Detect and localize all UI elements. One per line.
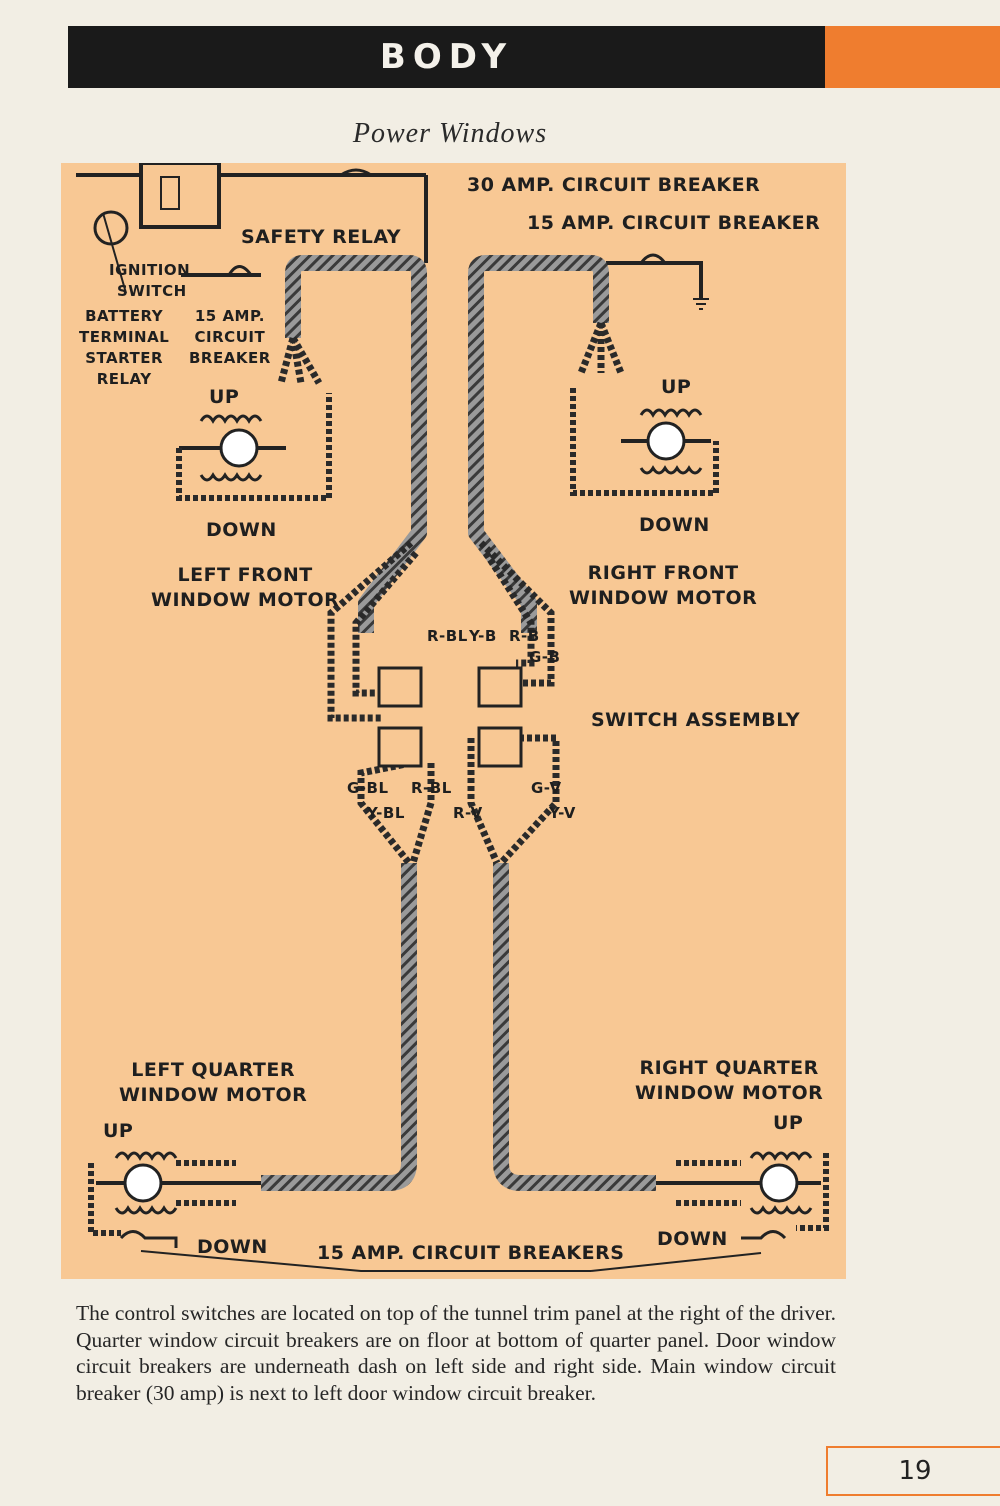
wire-code-r-bl-lower: R-BL: [411, 779, 452, 797]
wire-code-r-b: R-B: [509, 627, 540, 645]
battery-terminal-line-3: STARTER: [85, 349, 164, 367]
battery-terminal-label: BATTERY TERMINAL STARTER RELAY: [79, 306, 169, 390]
right-front-motor-label: RIGHT FRONT WINDOW MOTOR: [569, 561, 757, 611]
wire-code-g-bl: G-BL: [347, 779, 389, 797]
right-quarter-down-label: DOWN: [657, 1228, 728, 1250]
ground-icon: [693, 298, 709, 310]
left-quarter-harness: [261, 863, 417, 1191]
wire-code-r-bl: R-BL: [427, 627, 468, 645]
wire-code-g-b: G-B: [529, 648, 561, 666]
ignition-switch-line-2: SWITCH: [117, 282, 187, 300]
left-front-down-label: DOWN: [206, 519, 277, 541]
quarter-breaker-callout-line: [140, 1250, 591, 1272]
right-switch-branches: [467, 540, 560, 866]
page-number: 19: [826, 1446, 1000, 1496]
cb15-quarter-label: 15 AMP. CIRCUIT BREAKERS: [317, 1242, 625, 1264]
header-accent-tab: [825, 26, 1000, 88]
right-quarter-harness: [493, 863, 656, 1191]
quarter-breaker-callout-line-right: [590, 1252, 762, 1272]
right-front-motor-line-1: RIGHT FRONT: [587, 562, 739, 584]
left-switch-branches: [327, 540, 435, 866]
cb30-label: 30 AMP. CIRCUIT BREAKER: [467, 174, 761, 196]
right-front-breaker-wire: [606, 261, 703, 298]
right-harness: [468, 255, 609, 633]
right-quarter-motor-icon: [656, 1151, 829, 1240]
wire-code-y-bl: Y-BL: [367, 804, 405, 822]
wiring-diagram: 30 AMP. CIRCUIT BREAKER 15 AMP. CIRCUIT …: [61, 163, 846, 1279]
wire-code-y-v: Y-V: [549, 804, 576, 822]
cb15-left-label: 15 AMP. CIRCUIT BREAKER: [189, 306, 271, 369]
switch-assembly-label: SWITCH ASSEMBLY: [591, 709, 801, 731]
page-subtitle: Power Windows: [352, 118, 548, 149]
left-front-motor-icon: [176, 336, 332, 501]
left-quarter-motor-line-2: WINDOW MOTOR: [119, 1084, 308, 1106]
left-front-motor-line-2: WINDOW MOTOR: [151, 589, 340, 611]
battery-terminal-line-1: BATTERY: [85, 307, 164, 325]
cb15-left-line-3: BREAKER: [189, 349, 271, 367]
right-front-up-label: UP: [661, 376, 692, 398]
right-quarter-up-label: UP: [773, 1112, 804, 1134]
right-front-motor-line-2: WINDOW MOTOR: [569, 587, 758, 609]
safety-relay: [139, 163, 221, 229]
left-front-motor-label: LEFT FRONT WINDOW MOTOR: [151, 563, 339, 613]
left-quarter-up-label: UP: [103, 1120, 134, 1142]
battery-callout-line: [102, 212, 127, 294]
wire-code-y-b: Y-B: [469, 627, 497, 645]
battery-terminal-line-4: RELAY: [96, 370, 152, 388]
cb15-left-line-1: 15 AMP.: [194, 307, 265, 325]
description-paragraph: The control switches are located on top …: [76, 1301, 836, 1405]
right-quarter-motor-label: RIGHT QUARTER WINDOW MOTOR: [635, 1056, 823, 1106]
ignition-switch-label: IGNITION SWITCH: [109, 260, 190, 302]
right-front-breaker-icon: [639, 253, 667, 264]
right-quarter-motor-line-2: WINDOW MOTOR: [635, 1082, 824, 1104]
safety-relay-label: SAFETY RELAY: [241, 226, 402, 248]
right-front-motor-icon: [570, 321, 719, 496]
right-upper-switch: [477, 666, 523, 708]
left-quarter-motor-label: LEFT QUARTER WINDOW MOTOR: [119, 1058, 307, 1108]
right-lower-switch: [477, 726, 523, 768]
left-lower-switch: [377, 726, 423, 768]
cb15-left-line-2: CIRCUIT: [194, 328, 266, 346]
wiring-diagram-svg: [76, 163, 829, 1272]
cb15-right-label: 15 AMP. CIRCUIT BREAKER: [527, 212, 821, 234]
wire-code-g-v: G-V: [531, 779, 562, 797]
left-quarter-motor-line-1: LEFT QUARTER: [131, 1059, 295, 1081]
left-front-up-label: UP: [209, 386, 240, 408]
section-title: BODY: [68, 26, 825, 88]
battery-terminal-line-2: TERMINAL: [79, 328, 170, 346]
ignition-switch-line-1: IGNITION: [109, 261, 191, 279]
left-harness: [285, 255, 427, 633]
left-upper-switch: [377, 666, 423, 708]
right-quarter-motor-line-1: RIGHT QUARTER: [639, 1057, 819, 1079]
left-quarter-down-label: DOWN: [197, 1236, 268, 1258]
section-header: BODY: [68, 26, 1000, 88]
main-feed-wire: [76, 168, 428, 263]
wire-code-r-v: R-V: [453, 804, 483, 822]
left-quarter-motor-icon: [88, 1151, 261, 1248]
left-front-breaker-icon: [227, 265, 253, 276]
left-front-motor-line-1: LEFT FRONT: [177, 564, 313, 586]
right-front-down-label: DOWN: [639, 514, 710, 536]
